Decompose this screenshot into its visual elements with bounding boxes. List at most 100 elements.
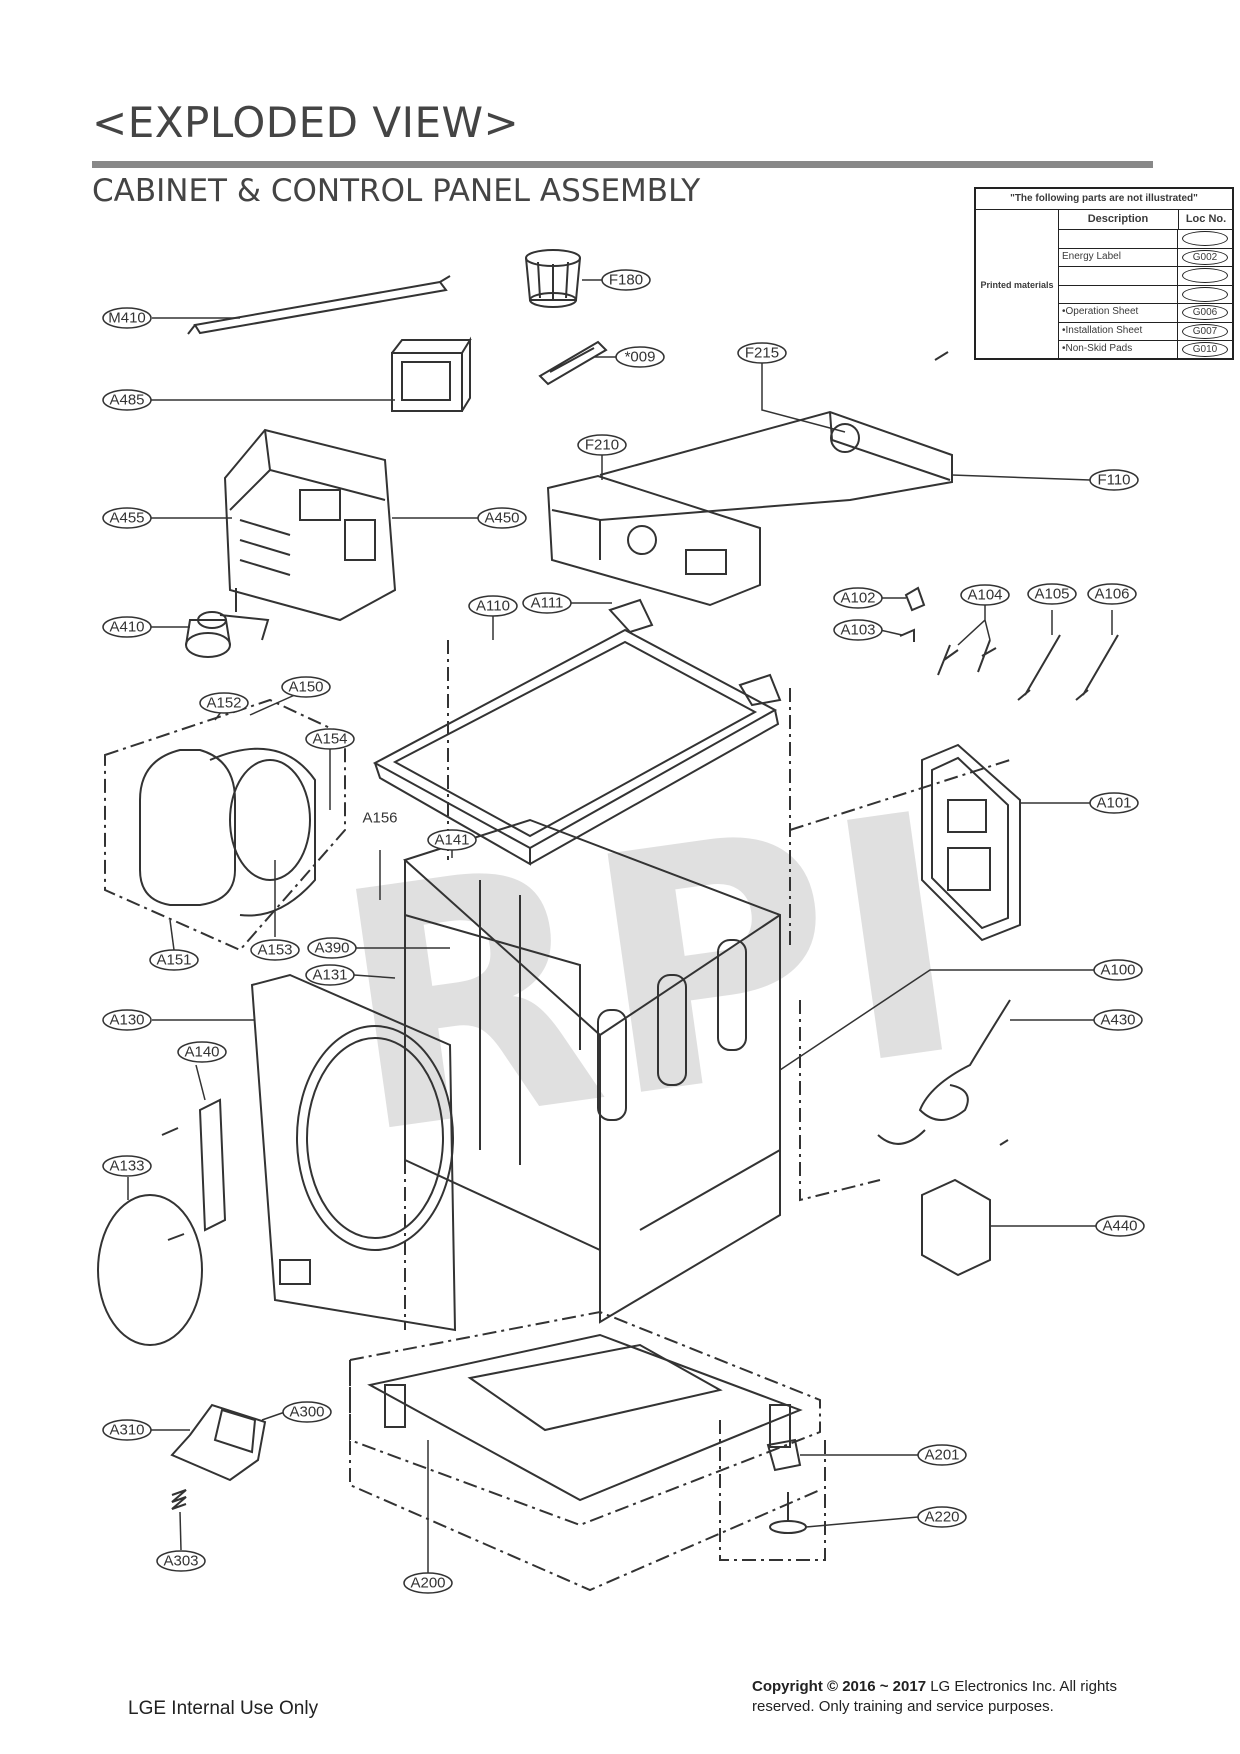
service-cover-part — [170, 1403, 267, 1482]
callout-009: *009 — [625, 349, 656, 366]
callout-a220-bubble — [917, 1506, 967, 1528]
callout-a104-bubble — [960, 584, 1010, 606]
callout-a300: A300 — [289, 1404, 324, 1421]
callout-a131: A131 — [312, 967, 347, 984]
callout-a310: A310 — [109, 1422, 144, 1439]
callout-a100: A100 — [1100, 962, 1135, 979]
spring-part — [171, 1489, 187, 1510]
damper-part — [1017, 634, 1119, 701]
parts-table-group-label: Printed materials — [976, 209, 1059, 360]
callout-a152-bubble — [199, 692, 249, 714]
callout-f210-bubble — [577, 434, 627, 456]
callout-a156: A156 — [362, 810, 397, 827]
callout-a106: A106 — [1094, 586, 1129, 603]
top-hinge-part — [608, 598, 782, 707]
rear-panel-part — [921, 743, 1021, 942]
callout-a440: A440 — [1102, 1218, 1137, 1235]
callout-f215: F215 — [745, 345, 779, 362]
callout-a201-bubble — [917, 1444, 967, 1466]
callout-a220: A220 — [924, 1509, 959, 1526]
title-divider — [92, 161, 1153, 168]
callout-a390: A390 — [314, 940, 349, 957]
callout-a200-bubble — [403, 1572, 453, 1594]
callout-f215-bubble — [737, 342, 787, 364]
callout-a455-bubble — [102, 507, 152, 529]
callout-a485: A485 — [109, 392, 144, 409]
callout-a440-bubble — [1095, 1215, 1145, 1237]
callout-a111: A111 — [531, 595, 564, 612]
door-hinge-part — [161, 1098, 227, 1241]
callout-a310-bubble — [102, 1419, 152, 1441]
callout-a110: A110 — [476, 598, 510, 615]
callout-a303: A303 — [163, 1553, 198, 1570]
unillustrated-parts-table: "The following parts are not illustrated… — [974, 187, 1234, 360]
callout-a303-bubble — [156, 1550, 206, 1572]
callout-a151: A151 — [156, 952, 191, 969]
callout-a153-bubble — [250, 939, 300, 961]
callout-a102: A102 — [840, 590, 875, 607]
section-title: CABINET & CONTROL PANEL ASSEMBLY — [92, 173, 701, 209]
callout-a201: A201 — [924, 1447, 959, 1464]
callout-a150-bubble — [281, 676, 331, 698]
top-bracket-part — [187, 275, 451, 335]
page-title: <EXPLODED VIEW> — [92, 98, 520, 147]
clip-part — [899, 586, 926, 642]
callout-a130-bubble — [102, 1009, 152, 1031]
callout-f110: F110 — [1097, 472, 1130, 489]
gasket-part — [538, 340, 608, 386]
pressure-switch-part — [937, 639, 997, 676]
control-panel-part — [546, 474, 761, 607]
callout-f180-bubble — [601, 269, 651, 291]
callout-a102-bubble — [833, 587, 883, 609]
display-module-part — [391, 336, 472, 412]
table-row — [1058, 266, 1234, 286]
callout-a154-bubble — [305, 728, 355, 750]
table-row — [1058, 229, 1234, 249]
power-cord-part — [877, 999, 1011, 1145]
callout-a150: A150 — [288, 679, 323, 696]
callout-a140: A140 — [184, 1044, 219, 1061]
callout-a140-bubble — [177, 1041, 227, 1063]
callout-009-bubble — [615, 346, 665, 368]
filter-cup-part — [525, 249, 581, 308]
callout-a200: A200 — [410, 1575, 445, 1592]
callout-a103: A103 — [840, 622, 875, 639]
parts-table-header: "The following parts are not illustrated… — [976, 189, 1232, 210]
callout-a105-bubble — [1027, 583, 1077, 605]
copyright-years: Copyright © 2016 ~ 2017 — [752, 1678, 927, 1695]
callout-a100-bubble — [1093, 959, 1143, 981]
internal-use-notice: LGE Internal Use Only — [128, 1698, 319, 1719]
leveling-foot-part — [766, 1438, 807, 1534]
callout-a455: A455 — [109, 510, 144, 527]
callout-a300-bubble — [282, 1401, 332, 1423]
callout-f210: F210 — [585, 437, 619, 454]
callout-a410: A410 — [109, 619, 144, 636]
callout-a131-bubble — [305, 964, 355, 986]
table-row — [1058, 284, 1234, 304]
callout-m410: M410 — [108, 310, 146, 327]
callout-a430: A430 — [1100, 1012, 1135, 1029]
front-panel-part — [250, 973, 457, 1332]
callout-a390-bubble — [307, 937, 357, 959]
copyright-notice: Copyright © 2016 ~ 2017 LG Electronics I… — [752, 1677, 1152, 1717]
callout-a141-bubble — [427, 829, 477, 851]
callout-a141: A141 — [434, 832, 469, 849]
main-pcb-part — [223, 428, 397, 622]
callout-a154: A154 — [312, 731, 347, 748]
callout-a430-bubble — [1093, 1009, 1143, 1031]
assembly-guide-lines — [349, 640, 1011, 1592]
callout-a101-bubble — [1089, 792, 1139, 814]
parts-table-col-description: Description — [1058, 209, 1179, 230]
callout-a485-bubble — [102, 389, 152, 411]
callout-f110-bubble — [1089, 469, 1139, 491]
callout-a133-bubble — [102, 1155, 152, 1177]
callout-a103-bubble — [833, 619, 883, 641]
callout-a153: A153 — [257, 942, 292, 959]
door-assembly-part — [104, 698, 346, 952]
callout-a410-bubble — [102, 616, 152, 638]
callout-a101: A101 — [1096, 795, 1131, 812]
